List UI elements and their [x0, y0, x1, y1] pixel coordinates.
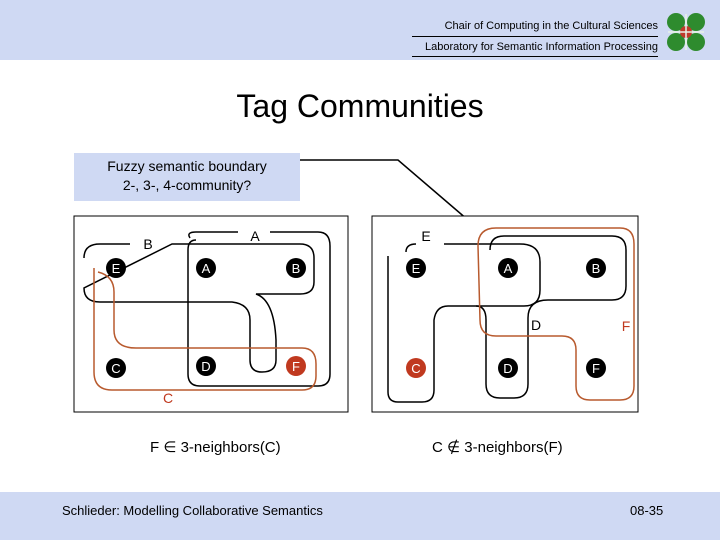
- caption-node: C: [432, 439, 443, 456]
- callout-box: Fuzzy semantic boundary 2-, 3-, 4-commun…: [74, 153, 300, 201]
- node-B: B: [586, 258, 606, 278]
- node-D: D: [498, 358, 518, 378]
- slide-title: Tag Communities: [236, 88, 484, 124]
- community-label-D: D: [531, 317, 541, 333]
- community-label-F: F: [622, 318, 631, 334]
- panel-frame: [371, 215, 639, 413]
- callout-pointer: [300, 159, 483, 233]
- community-boundary-ABD: [475, 235, 627, 399]
- node-F-highlighted: F: [286, 356, 306, 376]
- node-A: A: [196, 258, 216, 278]
- node-label: F: [592, 361, 600, 376]
- node-B: B: [286, 258, 306, 278]
- community-label-E: E: [421, 228, 430, 244]
- node-label: D: [503, 361, 512, 376]
- community-label-C: C: [163, 390, 173, 406]
- node-E: E: [106, 258, 126, 278]
- community-boundary-C: [93, 268, 317, 391]
- community-boundary-E: [387, 243, 541, 403]
- right-diagram-panel: E D F E A B C D F: [371, 215, 639, 413]
- element-of-symbol: ∈: [163, 439, 177, 456]
- left-diagram-panel: B A C E A B C D F: [73, 215, 349, 413]
- footer-author-title: Schlieder: Modelling Collaborative Seman…: [62, 503, 323, 518]
- slide-number: 08-35: [630, 503, 664, 518]
- community-boundary-F: [477, 227, 635, 401]
- community-boundary-B: [83, 243, 315, 373]
- node-label: C: [111, 361, 120, 376]
- header-divider: [412, 56, 658, 57]
- caption-relation: 3-neighbors(C): [180, 439, 281, 456]
- node-label: D: [201, 359, 210, 374]
- node-label: B: [592, 261, 601, 276]
- node-E: E: [406, 258, 426, 278]
- caption-relation: 3-neighbors(F): [464, 439, 563, 456]
- community-label-B: B: [143, 236, 152, 252]
- node-label: A: [202, 261, 211, 276]
- node-D: D: [196, 356, 216, 376]
- footer-band: [0, 492, 720, 540]
- header-lab-name: Laboratory for Semantic Information Proc…: [425, 41, 658, 53]
- node-A: A: [498, 258, 518, 278]
- node-F: F: [586, 358, 606, 378]
- callout-line: Fuzzy semantic boundary: [107, 158, 267, 174]
- node-label: F: [292, 359, 300, 374]
- node-C: C: [106, 358, 126, 378]
- header-chair-name: Chair of Computing in the Cultural Scien…: [444, 20, 658, 32]
- callout-line: 2-, 3-, 4-community?: [122, 177, 252, 193]
- caption-node: F: [150, 439, 160, 456]
- clover-logo-icon: [664, 10, 708, 54]
- community-boundary-A: [187, 231, 331, 387]
- community-label-A: A: [250, 228, 260, 244]
- header-divider: [412, 36, 658, 37]
- right-caption: C ∉ 3-neighbors(F): [432, 438, 563, 456]
- left-caption: F ∈ 3-neighbors(C): [150, 438, 281, 456]
- not-element-of-symbol: ∉: [447, 439, 461, 456]
- node-label: E: [412, 261, 421, 276]
- panel-frame: [73, 215, 349, 413]
- node-label: C: [411, 361, 420, 376]
- node-C-highlighted: C: [406, 358, 426, 378]
- node-label: E: [112, 261, 121, 276]
- node-label: A: [504, 261, 513, 276]
- header-band: [0, 0, 720, 60]
- node-label: B: [292, 261, 301, 276]
